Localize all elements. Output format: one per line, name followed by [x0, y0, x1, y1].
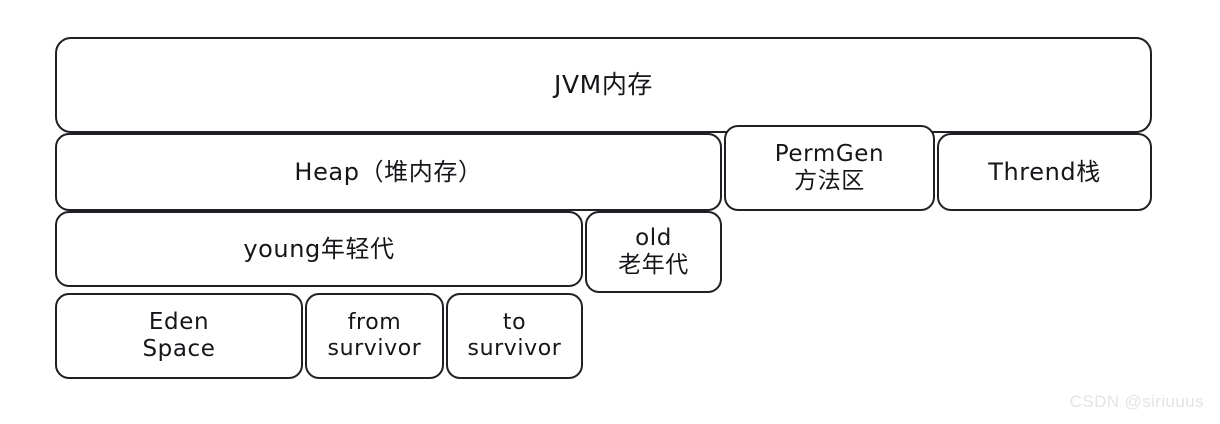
box-old-generation: old 老年代: [585, 211, 722, 293]
box-to-survivor: to survivor: [446, 293, 583, 379]
box-eden-space-label-line1: Eden: [148, 308, 210, 335]
box-to-survivor-label-line2: survivor: [467, 336, 562, 361]
box-from-survivor-label-line1: from: [347, 310, 402, 336]
box-thread-stack-label: Thrend栈: [988, 157, 1101, 186]
box-heap: Heap（堆内存）: [55, 133, 722, 211]
box-young-generation: young年轻代: [55, 211, 583, 287]
box-young-generation-label: young年轻代: [243, 234, 395, 263]
box-permgen-label-line2: 方法区: [794, 168, 865, 194]
box-old-generation-label-line1: old: [635, 224, 672, 251]
box-to-survivor-label-line1: to: [502, 310, 527, 336]
box-heap-label: Heap（堆内存）: [294, 157, 483, 186]
box-eden-space: Eden Space: [55, 293, 303, 379]
box-thread-stack: Thrend栈: [937, 133, 1152, 211]
box-old-generation-label-line2: 老年代: [618, 252, 689, 278]
box-permgen-label-line1: PermGen: [774, 140, 885, 167]
box-jvm-memory-label: JVM内存: [553, 70, 654, 100]
csdn-watermark: CSDN @siriuuus: [1069, 392, 1204, 411]
box-permgen: PermGen 方法区: [724, 125, 935, 211]
box-from-survivor-label-line2: survivor: [327, 336, 422, 361]
box-from-survivor: from survivor: [305, 293, 444, 379]
box-eden-space-label-line2: Space: [142, 336, 216, 362]
box-jvm-memory: JVM内存: [55, 37, 1152, 133]
